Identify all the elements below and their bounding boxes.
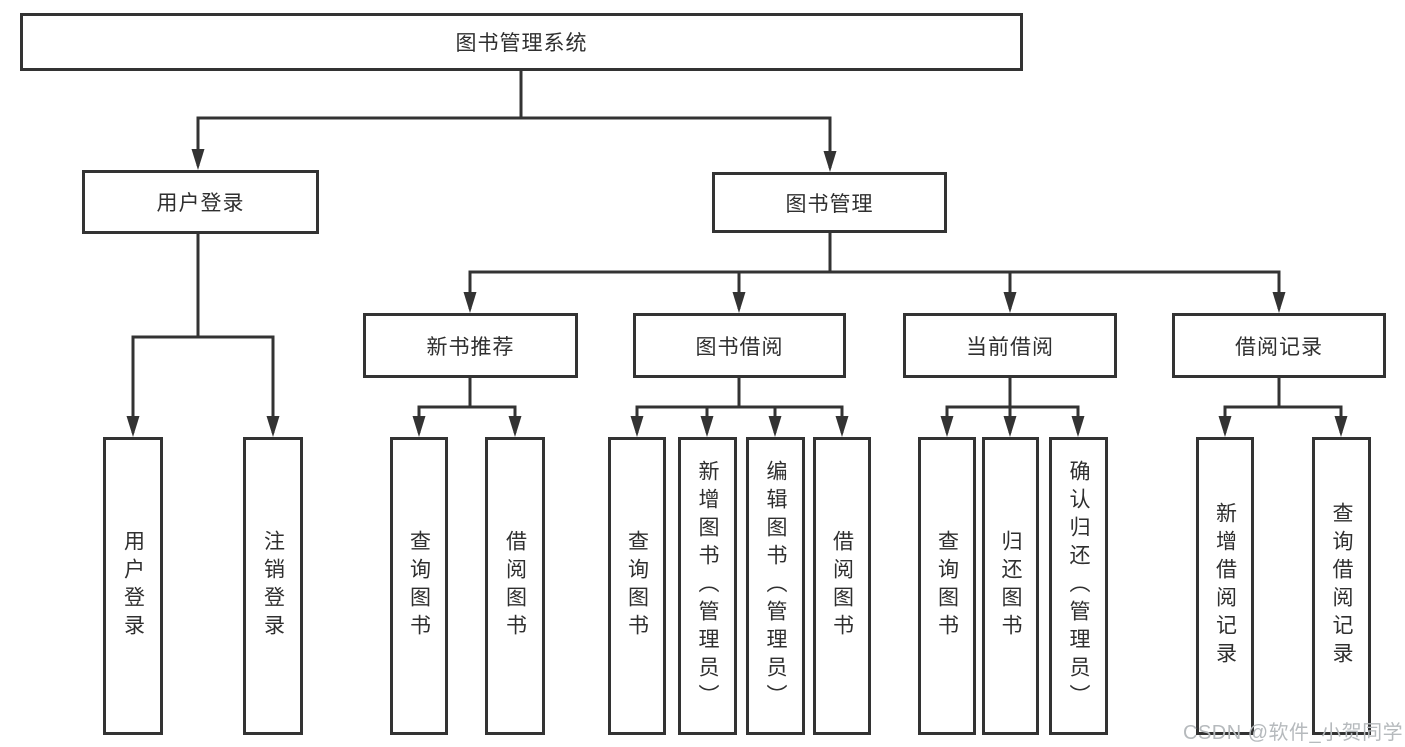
leaf-return-books: 归还图书 [982, 437, 1039, 735]
leaf-confirm-return-admin: 确认归还（管理员） [1049, 437, 1108, 735]
leaf-user-login: 用户登录 [103, 437, 163, 735]
node-current-borrowing: 当前借阅 [903, 313, 1117, 378]
node-library-management-system: 图书管理系统 [20, 13, 1023, 71]
leaf-add-borrow-record: 新增借阅记录 [1196, 437, 1254, 735]
leaf-borrow-books-recommend: 借阅图书 [485, 437, 545, 735]
node-borrowing-records: 借阅记录 [1172, 313, 1386, 378]
leaf-query-books-recommend: 查询图书 [390, 437, 448, 735]
csdn-watermark: CSDN @软件_小贺同学 [1183, 722, 1404, 744]
leaf-edit-books-admin: 编辑图书（管理员） [746, 437, 805, 735]
leaf-borrow-books: 借阅图书 [813, 437, 871, 735]
node-new-book-recommendation: 新书推荐 [363, 313, 578, 378]
node-book-management: 图书管理 [712, 172, 947, 233]
leaf-add-books-admin: 新增图书（管理员） [678, 437, 737, 735]
arrowhead-group [126, 149, 1348, 437]
connector-line-group [131, 71, 1343, 433]
node-book-borrowing: 图书借阅 [633, 313, 846, 378]
node-user-login: 用户登录 [82, 170, 319, 234]
leaf-query-books-borrow: 查询图书 [608, 437, 666, 735]
leaf-query-borrow-record: 查询借阅记录 [1312, 437, 1371, 735]
leaf-logout: 注销登录 [243, 437, 303, 735]
leaf-query-books-current: 查询图书 [918, 437, 976, 735]
